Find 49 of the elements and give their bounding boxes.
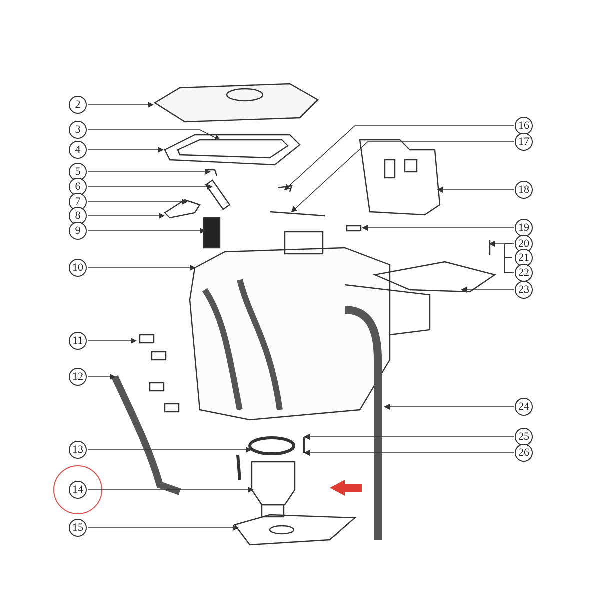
callout-number: 15 [69, 519, 87, 537]
callout-number: 19 [515, 219, 533, 237]
callout-number: 2 [69, 96, 87, 114]
callout-number: 18 [515, 181, 533, 199]
leader-line [88, 228, 206, 234]
callout-number: 5 [69, 163, 87, 181]
callout-number: 20 [515, 235, 533, 253]
leader-line [88, 265, 196, 271]
leader-line [88, 102, 154, 108]
callout-number: 17 [515, 133, 533, 151]
leader-line [291, 142, 514, 213]
leader-line [437, 187, 514, 193]
leader-line [88, 184, 213, 190]
callout-number: 10 [69, 259, 87, 277]
callout-number: 25 [515, 428, 533, 446]
leader-line [88, 199, 188, 205]
leader-line [88, 338, 137, 344]
callout-number: 24 [515, 398, 533, 416]
callout-number: 14 [69, 481, 87, 499]
callout-number: 23 [515, 281, 533, 299]
callout-number: 6 [69, 178, 87, 196]
leader-line [504, 272, 514, 274]
leader-line [489, 241, 514, 247]
leader-line [88, 487, 254, 493]
leader-line [88, 169, 211, 175]
callout-number: 16 [515, 117, 533, 135]
leader-line [88, 447, 252, 453]
leader-line [88, 525, 239, 531]
leader-line [384, 404, 514, 410]
leader-line [461, 287, 514, 293]
callout-number: 22 [515, 264, 533, 282]
callout-number: 4 [69, 141, 87, 159]
callout-number: 9 [69, 222, 87, 240]
leader-line [284, 126, 514, 191]
leader-line [88, 374, 116, 380]
callout-number: 26 [515, 444, 533, 462]
leader-line [304, 434, 514, 440]
callout-number: 13 [69, 441, 87, 459]
callout-number: 11 [69, 332, 87, 350]
callout-number: 7 [69, 193, 87, 211]
leader-line [304, 450, 514, 456]
leader-line [88, 147, 164, 153]
callout-number: 21 [515, 249, 533, 267]
callout-number: 12 [69, 368, 87, 386]
leader-line [88, 130, 221, 140]
leader-line [362, 225, 514, 231]
leader-line [88, 213, 165, 219]
callout-number: 8 [69, 207, 87, 225]
callout-number: 3 [69, 121, 87, 139]
